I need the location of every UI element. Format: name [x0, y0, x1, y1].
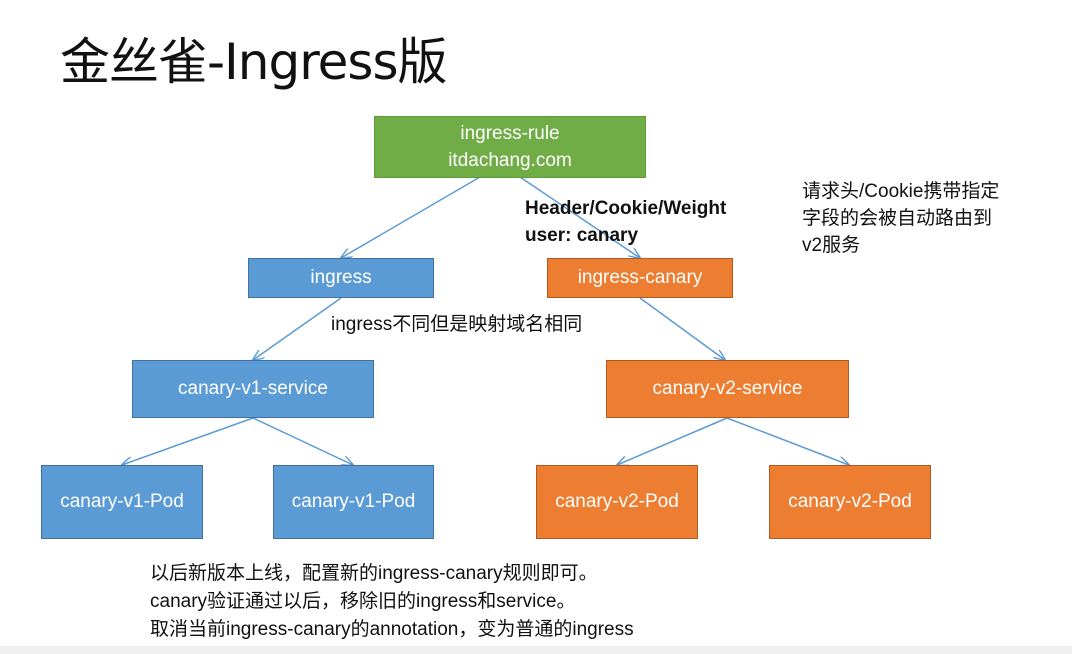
v2-pod-b-label: canary-v2-Pod: [788, 491, 912, 512]
ingress-rule-host: itdachang.com: [448, 150, 572, 171]
arrow-v2-service-to-pod-a: [617, 417, 728, 465]
v2-service-label: canary-v2-service: [652, 378, 803, 399]
footer-note-1: 以后新版本上线，配置新的ingress-canary规则即可。: [150, 563, 598, 584]
routing-note-line-3: v2服务: [802, 235, 861, 256]
v1-pod-a-node: canary-v1-Pod: [41, 465, 203, 539]
routing-condition-types: Header/Cookie/Weight: [525, 198, 727, 219]
footer-note-3: 取消当前ingress-canary的annotation，变为普通的ingre…: [150, 619, 634, 640]
v2-pod-a-label: canary-v2-Pod: [555, 491, 679, 512]
routing-note-line-2: 字段的会被自动路由到: [802, 208, 993, 229]
v1-service-label: canary-v1-service: [178, 378, 328, 399]
ingress-node-label: ingress: [310, 267, 372, 288]
v1-pod-a-label: canary-v1-Pod: [60, 491, 184, 512]
ingress-canary-node: ingress-canary: [547, 258, 733, 298]
slide-title: 金丝雀-Ingress版: [60, 33, 448, 91]
v1-pod-b-node: canary-v1-Pod: [273, 465, 434, 539]
ingress-node: ingress: [248, 258, 434, 298]
routing-note-line-1: 请求头/Cookie携带指定: [802, 181, 1000, 202]
footer-note-2: canary验证通过以后，移除旧的ingress和service。: [150, 591, 576, 612]
routing-condition-value: user: canary: [525, 225, 639, 246]
v2-service-node: canary-v2-service: [606, 360, 849, 418]
arrow-v1-service-to-pod-a: [122, 417, 254, 465]
routing-condition-label: Header/Cookie/Weight user: canary: [525, 195, 726, 249]
ingress-rule-node: ingress-rule itdachang.com: [374, 116, 646, 178]
routing-note: 请求头/Cookie携带指定 字段的会被自动路由到 v2服务: [802, 178, 999, 259]
v1-pod-b-label: canary-v1-Pod: [291, 491, 416, 512]
v2-pod-a-node: canary-v2-Pod: [536, 465, 698, 539]
arrow-ingress-to-v1-service: [253, 297, 342, 360]
arrow-v1-service-to-pod-b: [252, 417, 353, 465]
mapping-note: ingress不同但是映射域名相同: [331, 314, 583, 335]
arrow-rule-to-ingress-canary: [519, 176, 640, 258]
arrow-rule-to-ingress: [341, 176, 481, 258]
v2-pod-b-node: canary-v2-Pod: [769, 465, 931, 539]
ingress-rule-label: ingress-rule: [460, 123, 560, 144]
arrow-ingress-canary-to-v2-service: [639, 297, 725, 360]
footer-notes: 以后新版本上线，配置新的ingress-canary规则即可。 canary验证…: [150, 560, 634, 644]
v1-service-node: canary-v1-service: [132, 360, 374, 418]
ingress-canary-node-label: ingress-canary: [577, 267, 703, 288]
bottom-bar: [0, 646, 1072, 654]
arrow-v2-service-to-pod-b: [726, 417, 849, 465]
